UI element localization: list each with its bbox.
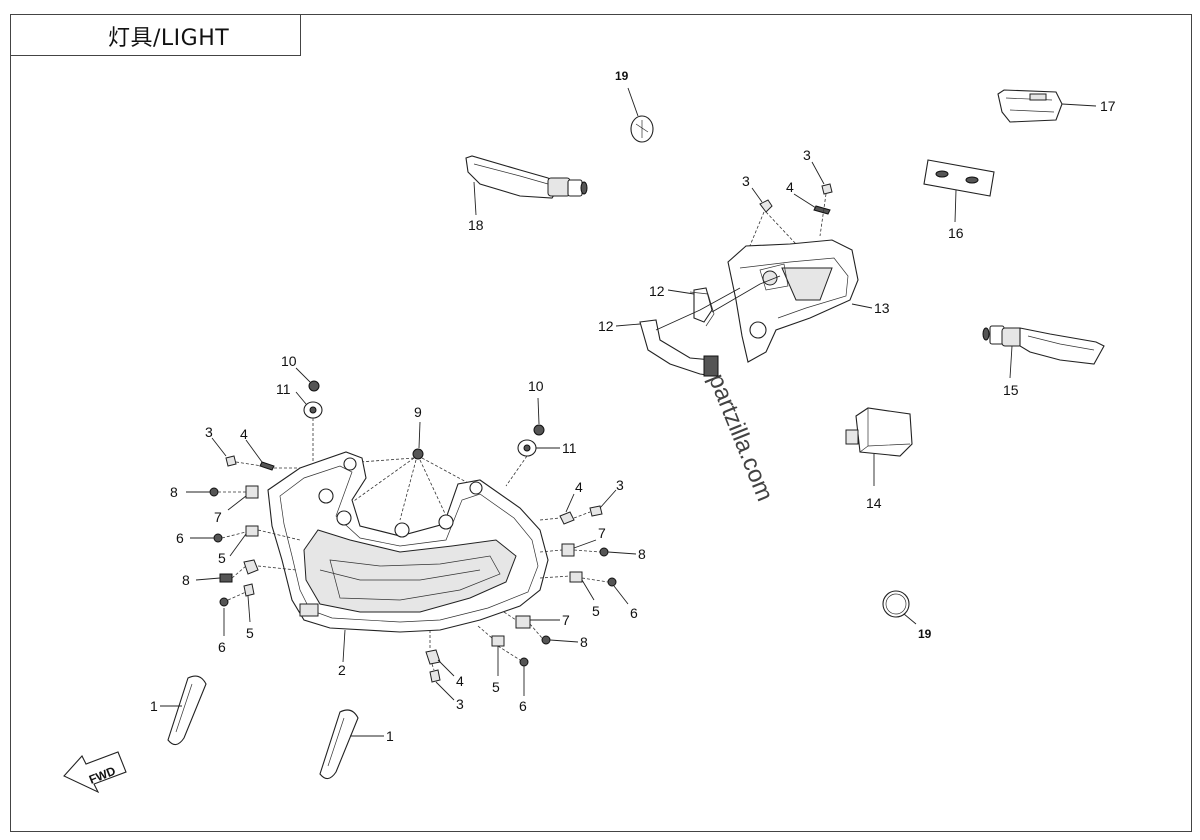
callout-4-left: 4 bbox=[240, 426, 248, 442]
fasteners-left bbox=[186, 437, 301, 636]
callout-18: 18 bbox=[468, 217, 484, 233]
callout-5-right-b: 5 bbox=[492, 679, 500, 695]
callout-5-left-b: 5 bbox=[246, 625, 254, 641]
callout-11-right: 11 bbox=[562, 440, 577, 456]
callout-3-left: 3 bbox=[205, 424, 213, 440]
callout-13: 13 bbox=[874, 300, 890, 316]
page-title: 灯具/LIGHT bbox=[108, 26, 230, 51]
part-16-plate bbox=[923, 159, 995, 223]
callout-2: 2 bbox=[338, 662, 346, 678]
callout-8-right-b: 8 bbox=[580, 634, 588, 650]
callout-5-right-a: 5 bbox=[592, 603, 600, 619]
callout-1-left: 1 bbox=[150, 698, 158, 714]
part-9-screws bbox=[343, 421, 471, 521]
part-19-top bbox=[627, 87, 654, 143]
part-12-harness bbox=[615, 275, 781, 377]
callout-7-right-b: 7 bbox=[562, 612, 570, 628]
callout-8-right-a: 8 bbox=[638, 546, 646, 562]
callout-8-left-b: 8 bbox=[182, 572, 190, 588]
callout-10-right: 10 bbox=[528, 378, 544, 394]
callout-5-left-a: 5 bbox=[218, 550, 226, 566]
callout-15: 15 bbox=[1003, 382, 1019, 398]
part-15-turn-signal-right bbox=[982, 325, 1105, 379]
fasteners-right bbox=[425, 489, 637, 701]
callout-3-right-b: 3 bbox=[456, 696, 464, 712]
callout-4-bracket: 4 bbox=[786, 179, 794, 195]
callout-17: 17 bbox=[1100, 98, 1116, 114]
callout-10-left: 10 bbox=[281, 353, 297, 369]
part-17-sensor bbox=[997, 89, 1097, 123]
callout-8-left-a: 8 bbox=[170, 484, 178, 500]
callout-12-b: 12 bbox=[598, 318, 614, 334]
callout-12-a: 12 bbox=[649, 283, 665, 299]
callout-19-bottom: 19 bbox=[918, 627, 932, 641]
callout-1-right: 1 bbox=[386, 728, 394, 744]
callout-9: 9 bbox=[414, 404, 422, 420]
part-2-headlight bbox=[267, 451, 549, 663]
part-18-turn-signal-left bbox=[465, 155, 588, 216]
callout-6-right-b: 6 bbox=[519, 698, 527, 714]
callout-3-bracket-a: 3 bbox=[742, 173, 750, 189]
part-14-relay bbox=[845, 407, 913, 486]
callout-6-left-a: 6 bbox=[176, 530, 184, 546]
callout-4-right-b: 4 bbox=[456, 673, 464, 689]
title-box bbox=[10, 14, 301, 56]
callout-16: 16 bbox=[948, 225, 964, 241]
part-19-bottom bbox=[882, 590, 917, 625]
callout-3-right-a: 3 bbox=[616, 477, 624, 493]
parts-10-11-left bbox=[295, 367, 323, 462]
callout-6-right-a: 6 bbox=[630, 605, 638, 621]
callout-3-bracket-b: 3 bbox=[803, 147, 811, 163]
callout-19-top: 19 bbox=[615, 69, 629, 83]
part-13-bracket bbox=[727, 239, 873, 363]
callout-4-right-a: 4 bbox=[575, 479, 583, 495]
callout-6-left-b: 6 bbox=[218, 639, 226, 655]
callout-11-left: 11 bbox=[276, 381, 291, 397]
callout-14: 14 bbox=[866, 495, 882, 511]
fasteners-bracket-13 bbox=[743, 161, 833, 261]
callout-7-left: 7 bbox=[214, 509, 222, 525]
part-1-reflector-left bbox=[160, 675, 207, 746]
parts-10-11-right bbox=[505, 397, 560, 487]
drawing-frame bbox=[10, 14, 1192, 832]
callout-7-right-a: 7 bbox=[598, 525, 606, 541]
part-1-reflector-right bbox=[319, 709, 384, 780]
fwd-arrow-icon: FWD bbox=[63, 751, 127, 794]
